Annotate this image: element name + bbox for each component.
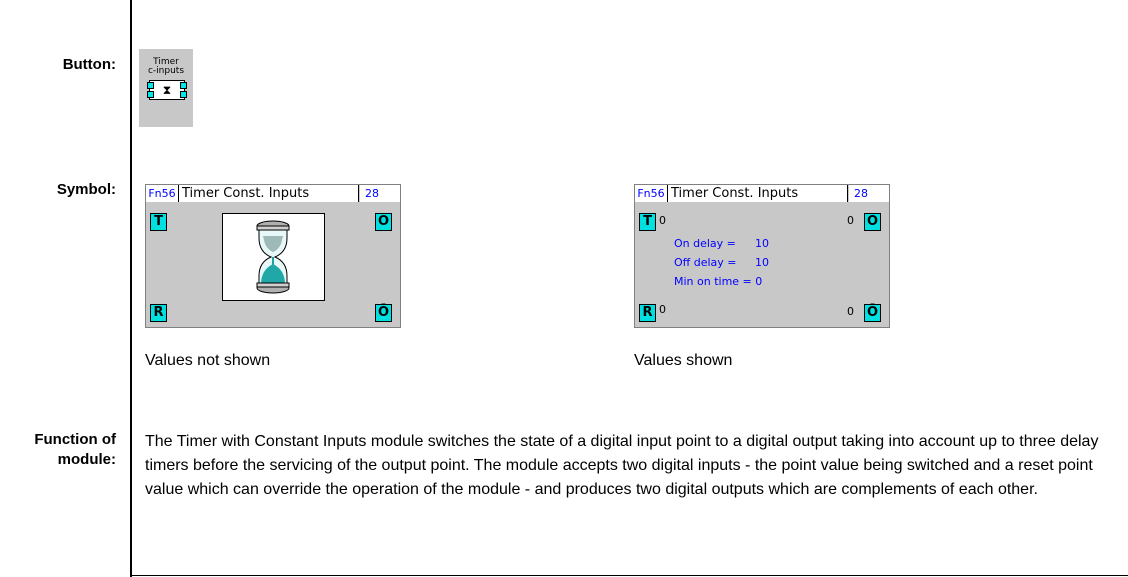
on-delay-label: On delay = [674, 237, 736, 250]
symbol-values-shown: Fn56 Timer Const. Inputs 28 T R O Ō 0 0 … [634, 184, 890, 328]
caption-values-shown: Values shown [634, 352, 733, 369]
symbol-header: Fn56 Timer Const. Inputs 28 [635, 185, 889, 202]
symbol-values-not-shown: Fn56 Timer Const. Inputs 28 T R O Ō [145, 184, 401, 328]
button-text-line1: Timer [153, 57, 179, 67]
off-delay-value: 10 [755, 256, 769, 269]
button-text-line2: c-inputs [147, 66, 185, 76]
hourglass-picture [222, 213, 325, 301]
pin-o[interactable]: O [864, 213, 881, 231]
pin-r[interactable]: R [150, 304, 167, 322]
function-number: Fn56 [635, 185, 668, 202]
o-value: 0 [847, 214, 854, 227]
pin-icon [147, 82, 154, 89]
pin-icon [147, 91, 154, 98]
module-box-icon: ⧗ [147, 80, 187, 100]
r-value: 0 [659, 303, 666, 316]
symbol-title: Timer Const. Inputs [668, 185, 848, 202]
pin-r[interactable]: R [639, 304, 656, 322]
function-label-line2: module: [57, 451, 116, 468]
symbol-title: Timer Const. Inputs [179, 185, 359, 202]
caption-values-not-shown: Values not shown [145, 352, 271, 369]
pin-t[interactable]: T [639, 213, 656, 231]
min-on-time: Min on time = 0 [674, 275, 763, 288]
symbol-number: 28 [360, 185, 400, 202]
pin-o[interactable]: O [375, 213, 392, 231]
hourglass-icon [256, 220, 290, 294]
t-value: 0 [659, 214, 666, 227]
hourglass-icon: ⧗ [162, 83, 172, 97]
function-label-line1: Function of [34, 431, 116, 448]
vertical-rule [130, 0, 132, 577]
pin-icon [180, 91, 187, 98]
o-bar-value: 0 [847, 305, 854, 318]
button-row-label: Button: [62, 56, 116, 73]
timer-c-inputs-button[interactable]: Timer c-inputs ⧗ [139, 49, 193, 127]
bottom-rule [130, 575, 1128, 576]
symbol-header: Fn56 Timer Const. Inputs 28 [146, 185, 400, 202]
on-delay-value: 10 [755, 237, 769, 250]
pin-o-bar[interactable]: Ō [375, 304, 392, 322]
symbol-number: 28 [849, 185, 889, 202]
pin-o-bar[interactable]: Ō [864, 304, 881, 322]
pin-icon [180, 82, 187, 89]
function-number: Fn56 [146, 185, 179, 202]
pin-t[interactable]: T [150, 213, 167, 231]
off-delay-label: Off delay = [674, 256, 737, 269]
function-description: The Timer with Constant Inputs module sw… [145, 433, 1099, 498]
function-row-label: Function of module: [34, 430, 116, 470]
symbol-row-label: Symbol: [56, 181, 116, 198]
